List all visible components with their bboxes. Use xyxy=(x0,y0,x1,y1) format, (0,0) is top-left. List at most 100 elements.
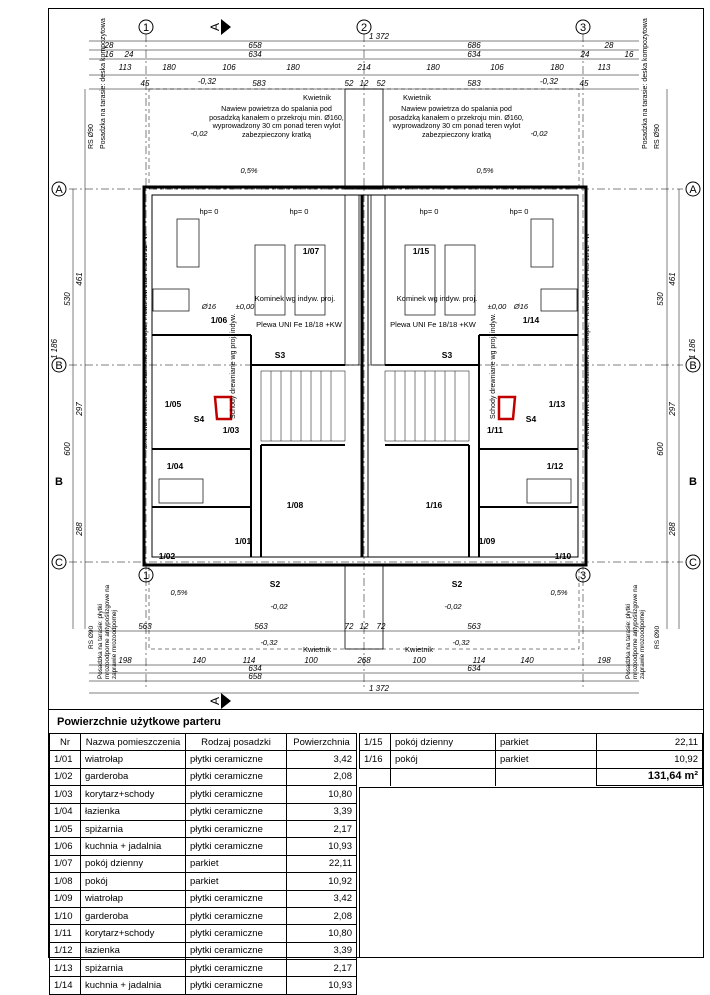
cell-nr: 1/13 xyxy=(49,959,81,978)
cell-nr: 1/11 xyxy=(49,924,81,943)
cell-nr: 1/05 xyxy=(49,819,81,839)
s4-left: S4 xyxy=(194,414,205,424)
cell-name: łazienka xyxy=(80,941,186,961)
axis-c-left: C xyxy=(55,557,63,569)
cell-nr: 1/09 xyxy=(49,889,81,908)
cell-nr: 1/02 xyxy=(49,767,81,787)
cell-area: 22,11 xyxy=(596,732,703,752)
dim-24a: 24 xyxy=(124,50,134,59)
rs-bottom-left: RS Ø90 xyxy=(88,625,95,649)
dim-16b: 16 xyxy=(625,50,634,59)
pantry-highlight-left xyxy=(213,395,233,421)
dim-b2-0-left: 563 xyxy=(138,622,152,631)
area-table-left: Nr Nazwa pomieszczenia Rodzaj posadzki P… xyxy=(49,732,357,995)
cell-name: korytarz+schody xyxy=(80,785,186,804)
cell-nr: 1/15 xyxy=(359,732,391,752)
dim-r4-5: 583 xyxy=(467,79,481,88)
d16-left: Ø16 xyxy=(201,302,217,311)
kwietnik-bottom-right: Kwietnik xyxy=(405,645,433,654)
axis-1-bottom: 1 xyxy=(143,570,149,582)
cell-floor: płytki ceramiczne xyxy=(185,889,287,908)
cell-name: łazienka xyxy=(80,802,186,821)
section-a-top: A xyxy=(208,23,222,31)
area-table-section: Powierzchnie użytkowe parteru Nr Nazwa p… xyxy=(49,709,703,995)
level-top-left: -0,32 xyxy=(198,77,217,86)
cell-area: 10,93 xyxy=(286,976,357,995)
s4-right: S4 xyxy=(526,414,537,424)
axis-3-bottom: 3 xyxy=(580,570,586,582)
cell-name: garderoba xyxy=(80,906,186,926)
dim-r4-6: 45 xyxy=(580,79,589,88)
room-1-11: 1/11 xyxy=(487,425,503,435)
rs-left: RS Ø90 xyxy=(88,124,95,149)
s3-left: S3 xyxy=(275,350,286,360)
room-1-07: 1/07 xyxy=(303,246,320,256)
cell-name: pokój xyxy=(390,750,496,769)
cell-nr: 1/14 xyxy=(49,976,81,995)
s2-left: S2 xyxy=(270,579,281,589)
nawiew-note-left: Nawiew powietrza do spalania pod posadzk… xyxy=(209,105,344,139)
kwietnik-bottom-left: Kwietnik xyxy=(303,645,331,654)
header-name: Nazwa pomieszczenia xyxy=(80,732,186,752)
cell-nr: 1/04 xyxy=(49,802,81,821)
posadzka-bottom-right: Posadzka na tarasie: płytki mrozoodporne… xyxy=(625,584,646,679)
cell-floor: płytki ceramiczne xyxy=(185,785,287,804)
dim-r4-3: 12 xyxy=(360,79,369,88)
cell-area: 10,80 xyxy=(286,924,357,943)
pantry-highlight-right xyxy=(497,395,517,421)
dim-top-right: 686 xyxy=(467,41,481,50)
kwietnik-label-right: Kwietnik xyxy=(403,93,431,102)
dim-b2-2: 12 xyxy=(360,622,369,631)
dim-r3-1: 180 xyxy=(162,63,176,72)
level-bottom-left: -0,32 xyxy=(260,638,278,647)
partitions-left xyxy=(152,334,345,557)
cell-area: 2,17 xyxy=(286,959,357,978)
cell-name: pokój dzienny xyxy=(390,732,496,752)
dim-left-461: 461 xyxy=(75,272,84,285)
cell-floor: parkiet xyxy=(495,750,597,769)
cell-floor: płytki ceramiczne xyxy=(185,976,287,995)
stairs-left xyxy=(260,370,346,442)
cell-area: 3,39 xyxy=(286,802,357,821)
cell-name: korytarz+schody xyxy=(80,924,186,943)
dim-left-1186: 1 186 xyxy=(50,338,59,359)
hp-mid-right: hp= 0 xyxy=(420,207,439,216)
room-1-09: 1/09 xyxy=(479,536,496,546)
hp-left: hp= 0 xyxy=(200,207,219,216)
dim-top-sub-right: 634 xyxy=(467,50,481,59)
posadzka-top-right: Posadzka na tarasie: deska kompozytowa xyxy=(642,18,649,149)
cell-floor: parkiet xyxy=(185,872,287,891)
dim-r3-0: 113 xyxy=(119,63,132,72)
dim-bottom-left: 658 xyxy=(248,672,262,681)
cell-nr: 1/07 xyxy=(49,854,81,874)
empty-block xyxy=(359,787,703,958)
slope-bottom-left: 0,5% xyxy=(170,588,187,597)
stairs-right xyxy=(384,370,470,442)
cell-floor: płytki ceramiczne xyxy=(185,959,287,978)
building-outline xyxy=(142,185,588,567)
dim-b-6: 114 xyxy=(473,656,486,665)
hp-right: hp= 0 xyxy=(510,207,529,216)
chimney-right xyxy=(370,194,386,366)
cell-floor: płytki ceramiczne xyxy=(185,750,287,769)
cell-nr: 1/08 xyxy=(49,872,81,891)
kwietnik-label-left: Kwietnik xyxy=(303,93,331,102)
dim-r4-1: 583 xyxy=(252,79,266,88)
dim-bottom-sub-right: 634 xyxy=(467,664,481,673)
plewa-left: Plewa UNI Fe 18/18 +KW xyxy=(256,320,343,329)
dim-left-600: 600 xyxy=(63,442,72,456)
total-row: 131,64 m² xyxy=(359,767,703,787)
d16-right: Ø16 xyxy=(513,302,529,311)
dim-28a: 28 xyxy=(104,41,114,50)
cell-nr: 1/01 xyxy=(49,750,81,769)
axis-2-top: 2 xyxy=(361,22,367,34)
section-arrow-top xyxy=(221,19,231,35)
room-1-06: 1/06 xyxy=(211,315,228,325)
